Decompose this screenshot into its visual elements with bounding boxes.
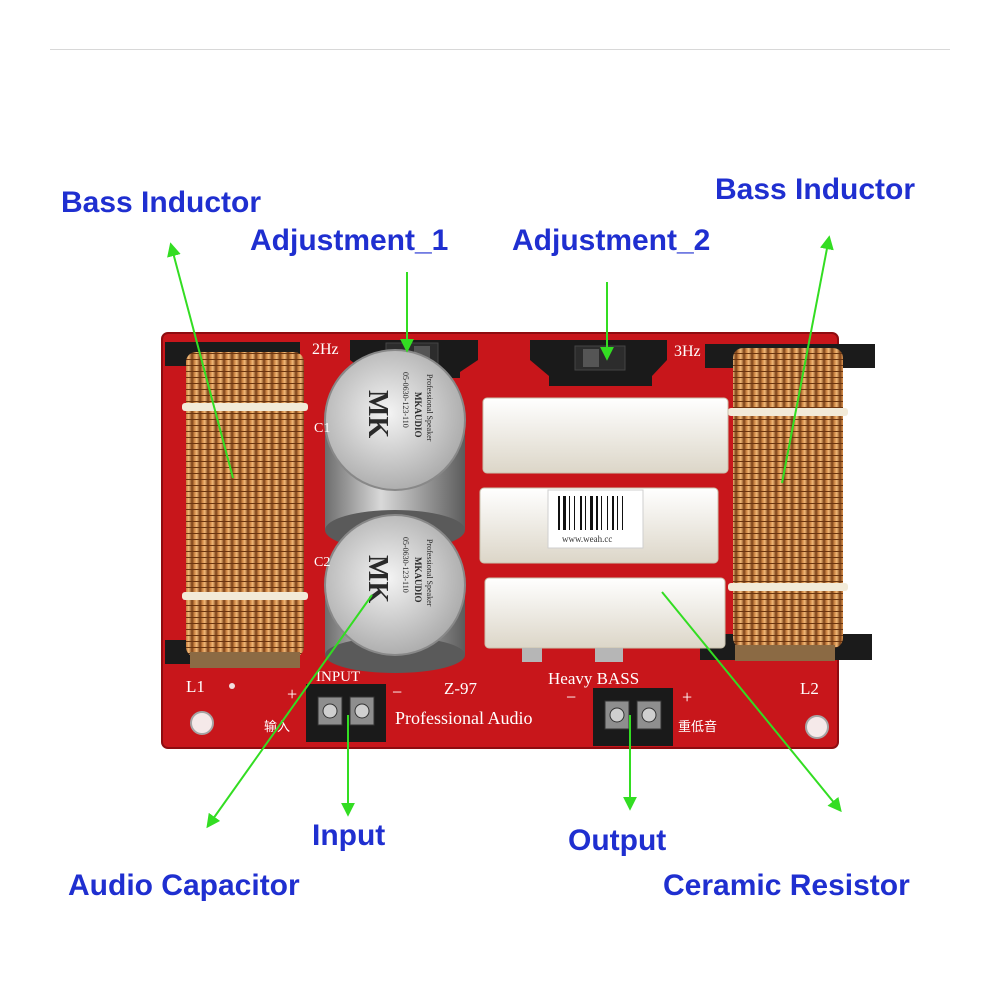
callout-adjustment-2: Adjustment_2 <box>512 224 711 257</box>
inductor-left-label: L1 <box>186 677 205 696</box>
input-chinese-label: 输入 <box>264 719 290 734</box>
input-minus: − <box>392 682 402 702</box>
arrow-audio-capacitor <box>206 594 373 829</box>
barcode-bar <box>569 496 570 530</box>
barcode-bar <box>617 496 618 530</box>
mounting-hole <box>805 715 829 739</box>
barcode-bar <box>574 496 575 530</box>
barcode-bar <box>585 496 586 530</box>
barcode-bar <box>558 496 560 530</box>
capacitor-1-label: C1 <box>314 421 330 436</box>
callout-audio-capacitor: Audio Capacitor <box>68 869 300 902</box>
capacitor-1-code: 05-0630-123-110 <box>401 372 410 428</box>
switch-left-label: 2Hz <box>312 341 339 358</box>
adjustment-switch-2 <box>530 340 667 386</box>
callout-adjustment-1: Adjustment_1 <box>250 224 449 257</box>
barcode-bar <box>590 496 593 530</box>
mounting-hole <box>190 711 214 735</box>
input-label: INPUT <box>316 669 360 685</box>
arrow-ceramic-resistor <box>661 591 842 813</box>
barcode-url: www.weah.cc <box>562 534 612 544</box>
callout-arrows <box>167 235 842 829</box>
barcode-bar <box>607 496 608 530</box>
switch-right-label: 3Hz <box>674 343 701 360</box>
capacitor-1-desc: Professional Speaker <box>425 374 434 442</box>
callout-ceramic-resistor: Ceramic Resistor <box>663 869 910 902</box>
input-plus: + <box>287 684 297 704</box>
model-label: Z-97 <box>444 679 478 698</box>
callout-bass-inductor-left: Bass Inductor <box>61 186 262 219</box>
output-plus: + <box>682 687 692 707</box>
arrow-bass-inductor-left <box>167 242 234 479</box>
capacitor-1-brand: MKAUDIO <box>413 392 423 438</box>
barcode-sticker <box>547 489 644 549</box>
output-terminal <box>593 688 673 746</box>
capacitor-2-brand: MKAUDIO <box>413 557 423 603</box>
audio-capacitor-2 <box>324 514 466 673</box>
capacitor-2-desc: Professional Speaker <box>425 539 434 607</box>
capacitor-2-code: 05-0630-123-110 <box>401 537 410 593</box>
output-label: Heavy BASS <box>548 669 639 688</box>
barcode-bar <box>596 496 598 530</box>
barcode-bar <box>622 496 623 530</box>
bass-inductor-left <box>165 342 308 668</box>
bass-inductor-right <box>700 344 875 661</box>
capacitor-1-logo: MK <box>362 390 393 438</box>
input-terminal <box>306 684 386 742</box>
capacitor-2-label: C2 <box>314 555 330 570</box>
output-minus: − <box>566 687 576 707</box>
arrow-bass-inductor-right <box>781 235 834 484</box>
capacitor-2-logo: MK <box>362 555 393 603</box>
callout-input: Input <box>312 819 386 852</box>
barcode-bar <box>601 496 602 530</box>
top-divider <box>50 49 950 50</box>
output-chinese-label: 重低音 <box>678 719 717 734</box>
inductor-right-label: L2 <box>800 679 819 698</box>
callout-output: Output <box>568 824 667 857</box>
brand-line: Professional Audio <box>395 708 533 728</box>
barcode-bar <box>563 496 566 530</box>
barcode-bar <box>612 496 614 530</box>
callout-bass-inductor-right: Bass Inductor <box>715 173 916 206</box>
barcode-bar <box>580 496 582 530</box>
